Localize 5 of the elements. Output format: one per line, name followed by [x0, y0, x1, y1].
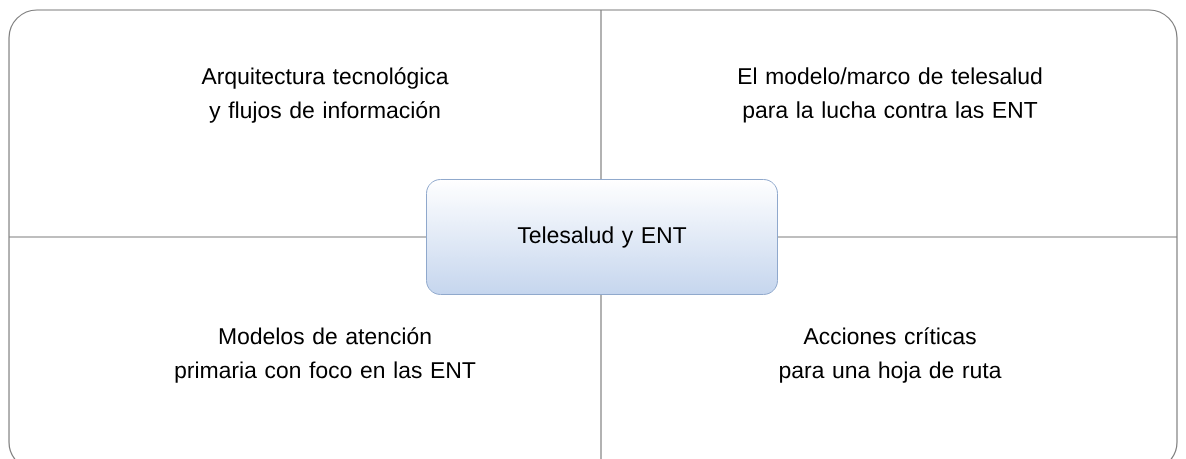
- quadrant-text: El modelo/marco de telesalud para la lucha contra las ENT: [739, 67, 1042, 123]
- topic-box: Telesalud y ENT: [426, 179, 778, 295]
- quadrant-text: Modelos de atención primaria con foco en las ENT: [175, 327, 476, 383]
- quadrant-text: Arquitectura tecnológica y flujos de información: [201, 67, 449, 123]
- quadrant-text: Acciones críticas para una hoja de ruta: [780, 327, 1002, 383]
